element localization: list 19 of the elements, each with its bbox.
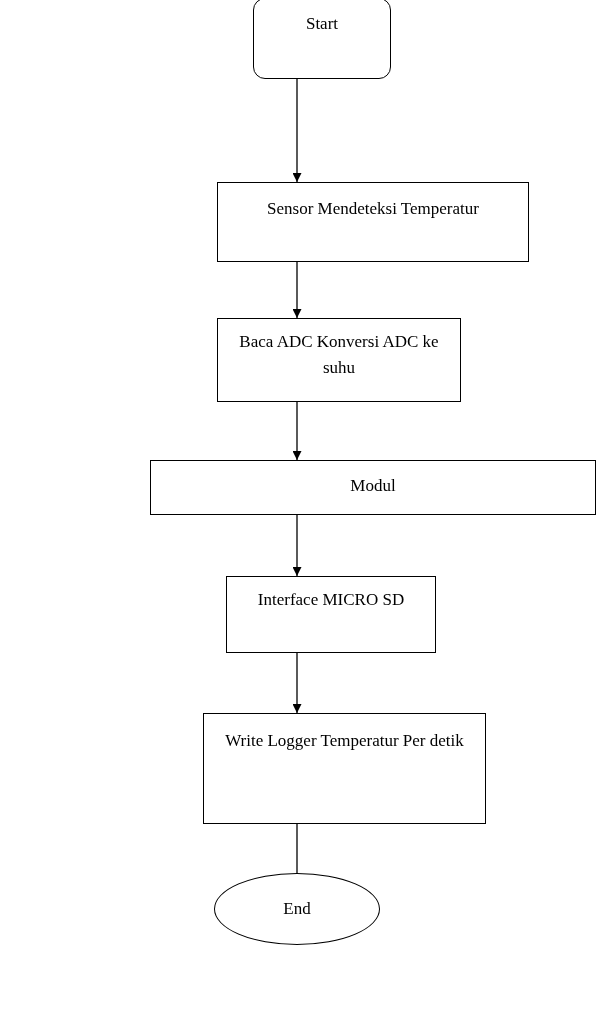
process-box [150, 460, 596, 515]
node-label: Start [305, 13, 339, 35]
process-box [217, 182, 529, 262]
terminal-box [253, 0, 391, 79]
node-label: Interface MICRO SD [257, 589, 405, 611]
node-label: Write Logger Temperatur Per detik [225, 730, 464, 752]
arrow [292, 652, 302, 714]
arrow [292, 401, 302, 461]
process-box [203, 713, 486, 824]
node-label: Modul [350, 475, 396, 497]
node-label: Baca ADC Konversi ADC ke suhu [238, 331, 440, 379]
node-label: End [283, 898, 311, 920]
process-box [217, 318, 461, 402]
arrow [292, 514, 302, 577]
process-box [226, 576, 436, 653]
arrow [292, 261, 302, 319]
arrow [292, 78, 302, 183]
node-label: Sensor Mendeteksi Temperatur [267, 198, 479, 220]
connector-line [296, 823, 298, 874]
